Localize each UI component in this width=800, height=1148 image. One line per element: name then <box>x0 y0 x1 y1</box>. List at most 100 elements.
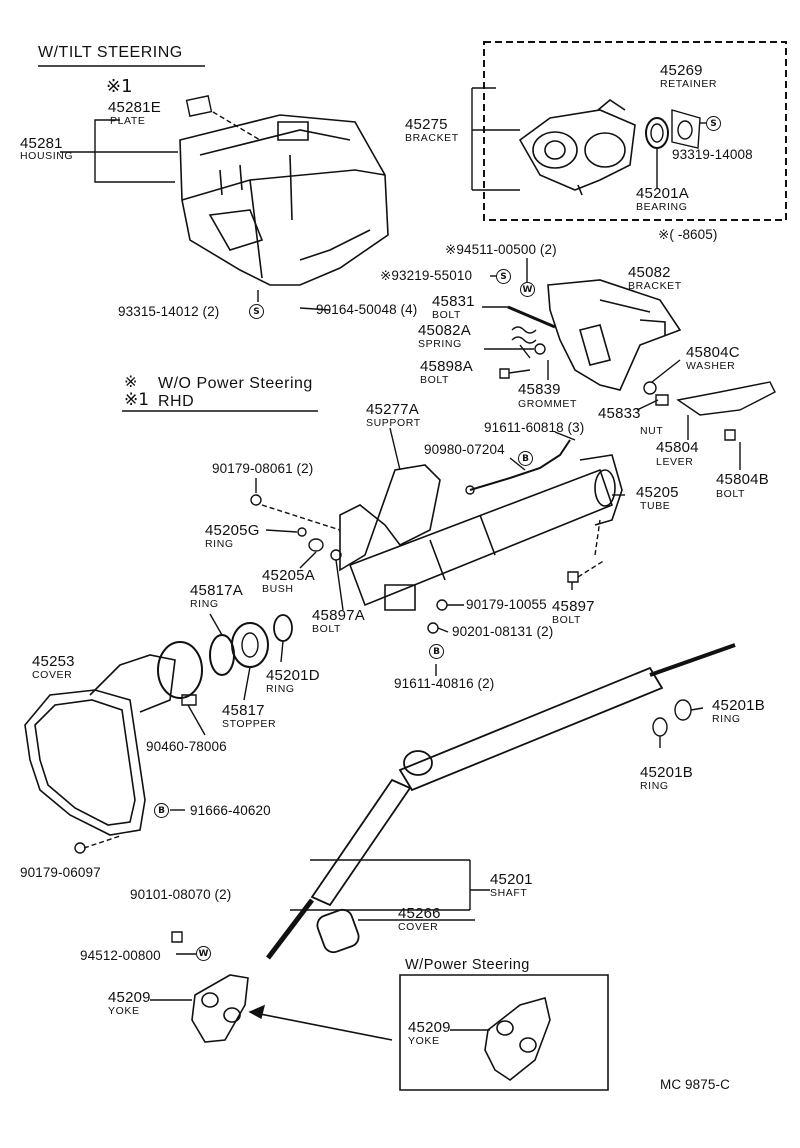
tilt-steering-header: W/TILT STEERING <box>38 44 183 61</box>
part-number-94512: 94512-00800 <box>80 948 161 963</box>
part-number-45201a: 45201A <box>636 185 689 202</box>
wire-drawing <box>470 440 570 490</box>
nut-90179-08061-drawing <box>251 495 261 505</box>
part-number-90179-06097: 90179-06097 <box>20 865 101 880</box>
part-name-ring-45201b-a: RING <box>712 713 741 725</box>
part-number-45898a: 45898A <box>420 358 473 375</box>
part-name-bracket-45082: BRACKET <box>628 280 682 292</box>
s-symbol-93315: S <box>249 304 264 319</box>
shaft-drawing <box>268 645 735 958</box>
s-symbol-93319: S <box>706 116 721 131</box>
part-name-spring: SPRING <box>418 338 462 350</box>
part-number-45817: 45817 <box>222 702 265 719</box>
part-name-bolt-45898a: BOLT <box>420 374 450 386</box>
cover-45266-drawing <box>315 907 362 955</box>
part-name-lever: LEVER <box>656 456 694 468</box>
plate-drawing <box>187 96 212 116</box>
bracket-45082-drawing <box>548 280 680 390</box>
part-number-45082: 45082 <box>628 264 671 281</box>
part-number-93319: 93319-14008 <box>672 147 753 162</box>
part-name-cover-45266: COVER <box>398 921 439 933</box>
w-symbol-94512: W <box>196 946 211 961</box>
part-number-45209-b: 45209 <box>408 1019 451 1036</box>
part-name-yoke-a: YOKE <box>108 1005 140 1017</box>
part-name-ring-45205g: RING <box>205 538 234 550</box>
grommet-drawing <box>535 344 545 354</box>
nut-90179-06097-drawing <box>75 843 85 853</box>
part-name-tube: TUBE <box>640 500 671 512</box>
part-number-45201b-a: 45201B <box>712 697 765 714</box>
nut-90179-10055-drawing <box>437 600 447 610</box>
w-symbol-94511: W <box>520 282 535 297</box>
part-number-90201: 90201-08131 (2) <box>452 624 554 639</box>
part-number-45839: 45839 <box>518 381 561 398</box>
part-number-45281e: 45281E <box>108 99 161 116</box>
part-number-45253: 45253 <box>32 653 75 670</box>
part-name-shaft: SHAFT <box>490 887 528 899</box>
part-number-45277a: 45277A <box>366 401 419 418</box>
part-name-housing: HOUSING <box>20 150 74 162</box>
part-number-45201b-b: 45201B <box>640 764 693 781</box>
bolt-45831-drawing <box>508 307 555 327</box>
part-number-45281: 45281 <box>20 135 63 152</box>
part-number-90179-10055: 90179-10055 <box>466 597 547 612</box>
part-number-45209-a: 45209 <box>108 989 151 1006</box>
bolt-90101-drawing <box>172 932 182 942</box>
part-number-45817a: 45817A <box>190 582 243 599</box>
part-name-nut: NUT <box>640 425 664 437</box>
bush-drawing <box>309 539 323 551</box>
part-number-45266: 45266 <box>398 905 441 922</box>
part-number-45804b: 45804B <box>716 471 769 488</box>
part-number-93315: 93315-14012 (2) <box>118 304 220 319</box>
note-mark-1b: ※1 <box>124 390 150 410</box>
part-name-grommet: GROMMET <box>518 398 578 410</box>
part-name-ring-45817a: RING <box>190 598 219 610</box>
bolt-45898a-drawing <box>500 369 509 378</box>
s-symbol-93219: S <box>496 269 511 284</box>
part-number-45269: 45269 <box>660 62 703 79</box>
cover-45253-drawing <box>25 655 175 835</box>
part-number-90101: 90101-08070 (2) <box>130 887 232 902</box>
snap-ring-a-drawing <box>675 700 691 720</box>
bracket-assembly-dashed-box <box>484 42 786 220</box>
part-number-45804c: 45804C <box>686 344 740 361</box>
ring-45201d-drawing <box>274 615 292 641</box>
note-mark-1a: ※1 <box>106 76 133 97</box>
yoke-a-drawing <box>192 975 248 1042</box>
part-number-91666: 91666-40620 <box>190 803 271 818</box>
part-number-45897: 45897 <box>552 598 595 615</box>
tube-drawing <box>350 455 622 610</box>
yoke-b-drawing <box>485 998 550 1080</box>
stopper-drawing <box>232 623 268 667</box>
washer-90201-drawing <box>428 623 438 633</box>
b-symbol-91611-40816: B <box>429 644 444 659</box>
part-number-90980: 90980-07204 <box>424 442 505 457</box>
part-number-45201: 45201 <box>490 871 533 888</box>
part-number-45804: 45804 <box>656 439 699 456</box>
bolt-45804b-drawing <box>725 430 735 440</box>
housing-drawing <box>180 115 388 285</box>
washer-drawing <box>644 382 656 394</box>
part-name-bolt-45897: BOLT <box>552 614 582 626</box>
part-number-90179-08061: 90179-08061 (2) <box>212 461 314 476</box>
part-name-washer: WASHER <box>686 360 736 372</box>
part-name-ring-45201d: RING <box>266 683 295 695</box>
reference-code: MC 9875-C <box>660 1077 730 1092</box>
part-number-90164: 90164-50048 (4) <box>316 302 418 317</box>
part-name-ring-45201b-b: RING <box>640 780 669 792</box>
part-name-bush: BUSH <box>262 583 294 595</box>
snap-ring-b-drawing <box>653 718 667 736</box>
part-name-retainer: RETAINER <box>660 78 718 90</box>
nut-drawing <box>656 395 668 405</box>
part-name-bolt-45804b: BOLT <box>716 488 746 500</box>
part-number-45205a: 45205A <box>262 567 315 584</box>
date-range-note: ※( -8605) <box>658 227 718 242</box>
part-name-bearing: BEARING <box>636 201 688 213</box>
power-steering-box <box>400 975 608 1090</box>
part-number-45205: 45205 <box>636 484 679 501</box>
part-number-45833: 45833 <box>598 405 641 422</box>
part-number-90460: 90460-78006 <box>146 739 227 754</box>
bolt-45897-drawing <box>568 572 578 582</box>
